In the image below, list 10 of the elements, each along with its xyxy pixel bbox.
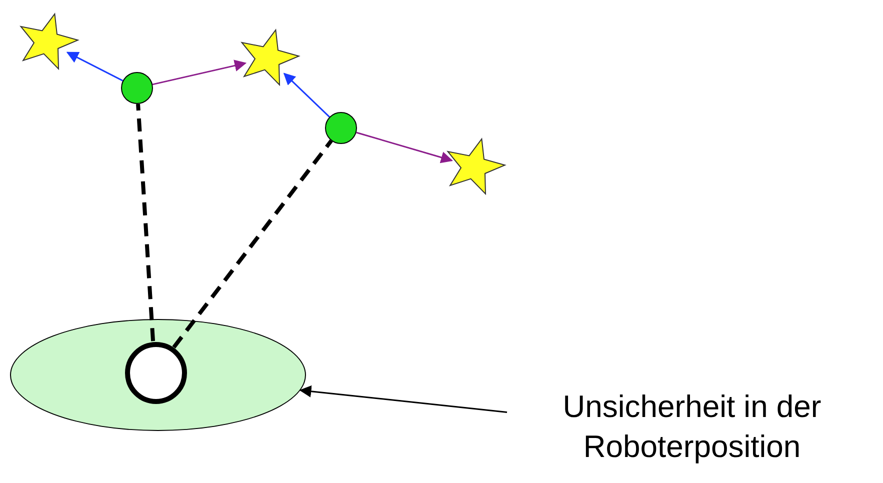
arrow (299, 385, 508, 413)
dashed-line (136, 104, 156, 342)
circle-marker (325, 112, 357, 144)
circle-marker (121, 72, 153, 104)
dashed-line (172, 140, 333, 349)
annotation-text: Unsicherheit in der Roboterposition (507, 387, 877, 477)
arrow (66, 52, 124, 82)
arrow (152, 60, 247, 86)
arrow (283, 72, 330, 118)
arrow (356, 132, 453, 164)
